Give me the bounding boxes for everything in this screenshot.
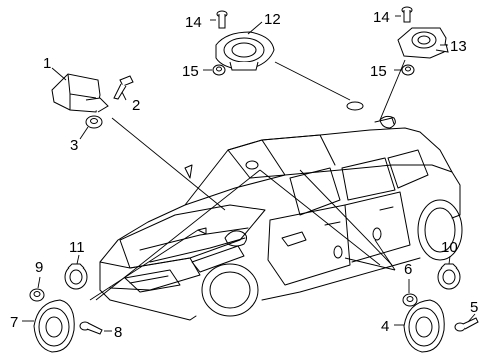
screw-part-14-right	[401, 6, 413, 23]
leader-lines	[89, 59, 406, 301]
callout-6: 6	[404, 261, 412, 278]
vehicle-body	[99, 101, 463, 321]
speaker-part-7	[33, 299, 75, 353]
callout-2: 2	[132, 97, 140, 114]
callout-1: 1	[43, 55, 51, 72]
module-part-1	[51, 73, 109, 113]
callout-13: 13	[450, 38, 467, 55]
callout-10: 10	[441, 239, 458, 256]
speaker-part-12	[215, 31, 275, 71]
tweeter-part-10	[437, 263, 461, 290]
callout-4: 4	[381, 318, 389, 335]
callout-15-right: 15	[370, 63, 387, 80]
speaker-part-4	[403, 299, 445, 353]
callout-11: 11	[69, 239, 85, 256]
nut-part-3	[85, 115, 103, 129]
screw-part-5	[454, 317, 479, 332]
callout-7: 7	[10, 314, 18, 331]
tweeter-part-11	[64, 263, 88, 290]
callout-numbers: 1 2 3 12 14 15 13 14 15 11 9 7 8 10 6 4 …	[10, 9, 478, 341]
nut-part-9	[29, 288, 45, 302]
speaker-part-13	[397, 27, 449, 59]
callout-3: 3	[70, 137, 78, 154]
screw-part-8	[79, 321, 103, 335]
screw-part-14-left	[216, 10, 228, 29]
callout-5: 5	[470, 299, 478, 316]
callout-8: 8	[114, 324, 122, 341]
nut-part-6	[402, 293, 418, 307]
callout-12: 12	[264, 11, 281, 28]
nut-part-15-right	[401, 64, 415, 76]
nut-part-15-left	[212, 64, 226, 76]
callout-14-right: 14	[373, 9, 390, 26]
callout-9: 9	[35, 259, 43, 276]
callout-15-left: 15	[182, 63, 199, 80]
callout-leaders	[22, 15, 476, 332]
callout-14-left: 14	[185, 14, 202, 31]
